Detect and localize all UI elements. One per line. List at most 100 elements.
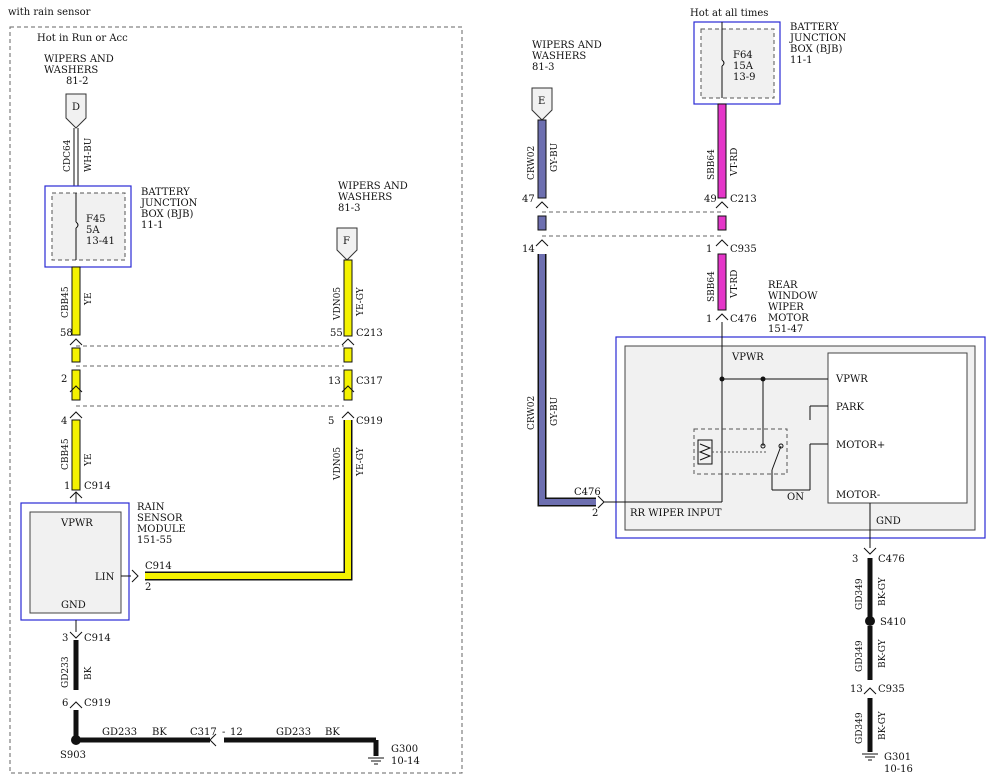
fuse-f64-icon [721,22,725,98]
pin-2: 2 [61,374,67,385]
c476-label: C476 [730,314,757,325]
wipers-d-title2: WASHERS [44,65,98,76]
wire-crw02-top-color: GY-BU [550,142,560,172]
c317b-pin: 12 [230,727,243,738]
wire-vdn05-seg2 [343,369,353,401]
gnd-c476-arrow-icon [863,547,877,555]
c935r-pin-right: 1 [706,244,712,255]
bjb-left-ref: 11-1 [141,220,163,231]
c317b-separator: - [222,727,225,738]
wire-sbb64-lower [717,253,727,311]
wire-vdn05-top-color: YE-GY [356,286,366,317]
wire-cbb45-seg2 [71,369,81,401]
relay-contact-b [778,443,784,449]
c213-left-arrow-icon [69,338,83,346]
connector-d-label: D [72,102,80,113]
wire-gd233-b-color: BK [325,727,340,738]
c919-left-arrow-icon [69,411,83,419]
wire-gd349-c-circuit: GD349 [855,712,865,744]
wire-gd349-b-circuit: GD349 [855,640,865,672]
motor-park: PARK [836,402,865,413]
c213r-left-arrow-icon [535,201,549,209]
c317b-arrow-icon [209,733,217,747]
wire-cbb45-bottom [71,419,81,491]
relay-switch-arm [771,445,782,471]
wire-crw02-bottom-color: GY-BU [550,396,560,426]
c213r-label: C213 [730,194,757,205]
wire-cdc64-color: WH-BU [84,137,94,172]
motor-rr-input: RR WIPER INPUT [630,508,722,519]
gnd-c476-label: C476 [878,554,905,565]
wire-cbb45-top [71,266,81,336]
wipers-e-ref: 81-3 [532,62,554,73]
c213-pin: 55 [330,328,343,339]
c935r-label: C935 [730,244,757,255]
c213-label: C213 [356,328,383,339]
variant-label: with rain sensor [8,7,91,18]
lin-conn-label: C914 [145,561,172,572]
c919-pin: 5 [328,416,334,427]
motor-inner-box [827,352,968,504]
c919-right-arrow-icon [341,411,355,419]
wire-cbb45-seg1 [71,347,81,363]
wire-crw02-mid [537,215,547,231]
wire-gd233-circuit: GD233 [61,656,71,688]
splice-s410-label: S410 [880,617,906,628]
c476-input-label: C476 [574,487,601,498]
wire-crw02-lower [539,254,596,505]
fuse-f45-amp: 5A [86,225,100,236]
ground-g300-ref: 10-14 [391,756,420,767]
ground-g301-ref: 10-16 [884,764,913,775]
wire-crw02-top [537,119,547,199]
bjb-left-title2: JUNCTION [140,198,198,209]
motor-title3: WIPER [768,302,804,313]
c213r-right-arrow-icon [715,201,729,209]
connector-e-label: E [538,96,545,107]
motor-title4: MOTOR [768,313,809,324]
wipers-f-title1: WIPERS AND [338,181,408,192]
lin-arrow-icon [131,569,139,583]
c919b-label: C919 [84,698,111,709]
splice-s903-label: S903 [60,750,86,761]
wire-vdn05-lin [145,420,351,579]
wire-gd233-b-circuit: GD233 [276,727,311,738]
c317-label: C317 [356,376,383,387]
wire-crw02-top-circuit: CRW02 [527,146,537,180]
motor-title2: WINDOW [768,291,818,302]
wire-sbb64-mid1 [717,215,727,231]
gnd-c914-label: C914 [84,633,111,644]
lin-pin-label: 2 [145,582,151,593]
c317-pin: 13 [328,376,341,387]
bjb-left-title1: BATTERY [141,187,190,198]
motor-on: ON [787,492,804,503]
c919b-arrow-icon [69,701,83,709]
wire-cbb45-top-color: YE [84,292,94,306]
wire-sbb64-mid-circuit: SBB64 [707,271,717,302]
wipers-d-ref: 81-2 [66,76,88,87]
wire-vdn05-bottom-color: YE-GY [356,446,366,477]
rsm-title3: MODULE [137,524,186,535]
wire-vdn05-seg1 [343,347,353,363]
motor-title1: REAR [768,280,798,291]
splice-s410-dot [865,616,875,626]
pin-58: 58 [60,328,73,339]
bjb-f45-inner [51,192,126,261]
relay-box [693,428,788,475]
connector-d-icon [65,93,87,129]
motor-vpwr: VPWR [835,374,868,385]
wire-sbb64-top-color: VT-RD [730,148,740,177]
c914-label: C914 [84,481,111,492]
wire-gd233-a-color: BK [152,727,167,738]
rain-sensor-module-inner [29,511,122,614]
bjb-left-title3: BOX (BJB) [141,209,193,220]
c935r-pin-left: 14 [522,244,535,255]
wipers-d-title1: WIPERS AND [44,54,114,65]
relay-coil-winding [698,443,712,461]
bjb-f64-inner [700,28,775,99]
c476-input-pin: 2 [592,508,598,519]
rsm-title2: SENSOR [137,513,183,524]
wire-gd233-color: BK [84,666,94,680]
connector-e-icon [531,87,553,121]
bjb-right-title2: JUNCTION [789,33,847,44]
